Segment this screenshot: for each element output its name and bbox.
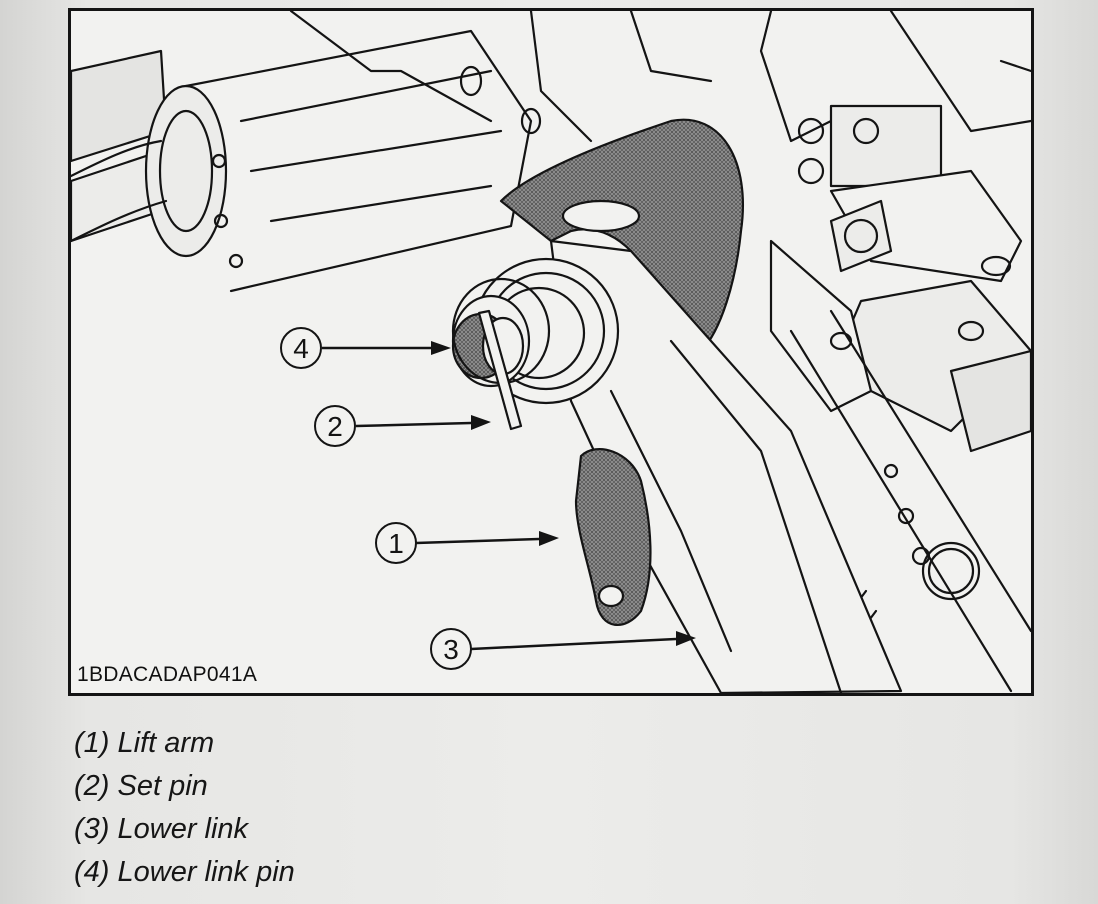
legend-item-lower-link-pin: (4) Lower link pin (74, 856, 295, 888)
lower-link-pin (451, 277, 551, 431)
callout-1-circle (375, 522, 417, 564)
callout-2-arrow (355, 415, 491, 430)
callout-4-circle (280, 327, 322, 369)
callout-4-arrow (322, 341, 451, 355)
diagram-figure: 4 2 1 3 1BDACADAP041A (68, 8, 1034, 696)
callout-2-number: 2 (327, 411, 343, 442)
legend-item-lift-arm: (1) Lift arm (74, 727, 215, 759)
callout-1-arrow (415, 531, 559, 546)
callout-3-number: 3 (443, 634, 459, 665)
lift-arm-lower (574, 448, 652, 627)
hydraulic-cylinder (71, 29, 533, 293)
tractor-linkage-illustration: 4 2 1 3 (71, 11, 1031, 693)
lower-link (472, 239, 903, 693)
legend-item-set-pin: (2) Set pin (74, 770, 208, 802)
callout-3-arrow (470, 631, 696, 651)
lift-arm-upper (499, 118, 744, 353)
callout-1-number: 1 (388, 528, 404, 559)
legend-list: (1) Lift arm (2) Set pin (3) Lower link … (74, 722, 295, 894)
callout-4-number: 4 (293, 333, 309, 364)
callout-3-circle (430, 628, 472, 670)
upper-casting (289, 11, 1031, 143)
right-bracket (769, 104, 1031, 453)
legend-item-lower-link: (3) Lower link (74, 813, 249, 845)
callout-2-circle (314, 405, 356, 447)
figure-id-code: 1BDACADAP041A (77, 663, 258, 686)
